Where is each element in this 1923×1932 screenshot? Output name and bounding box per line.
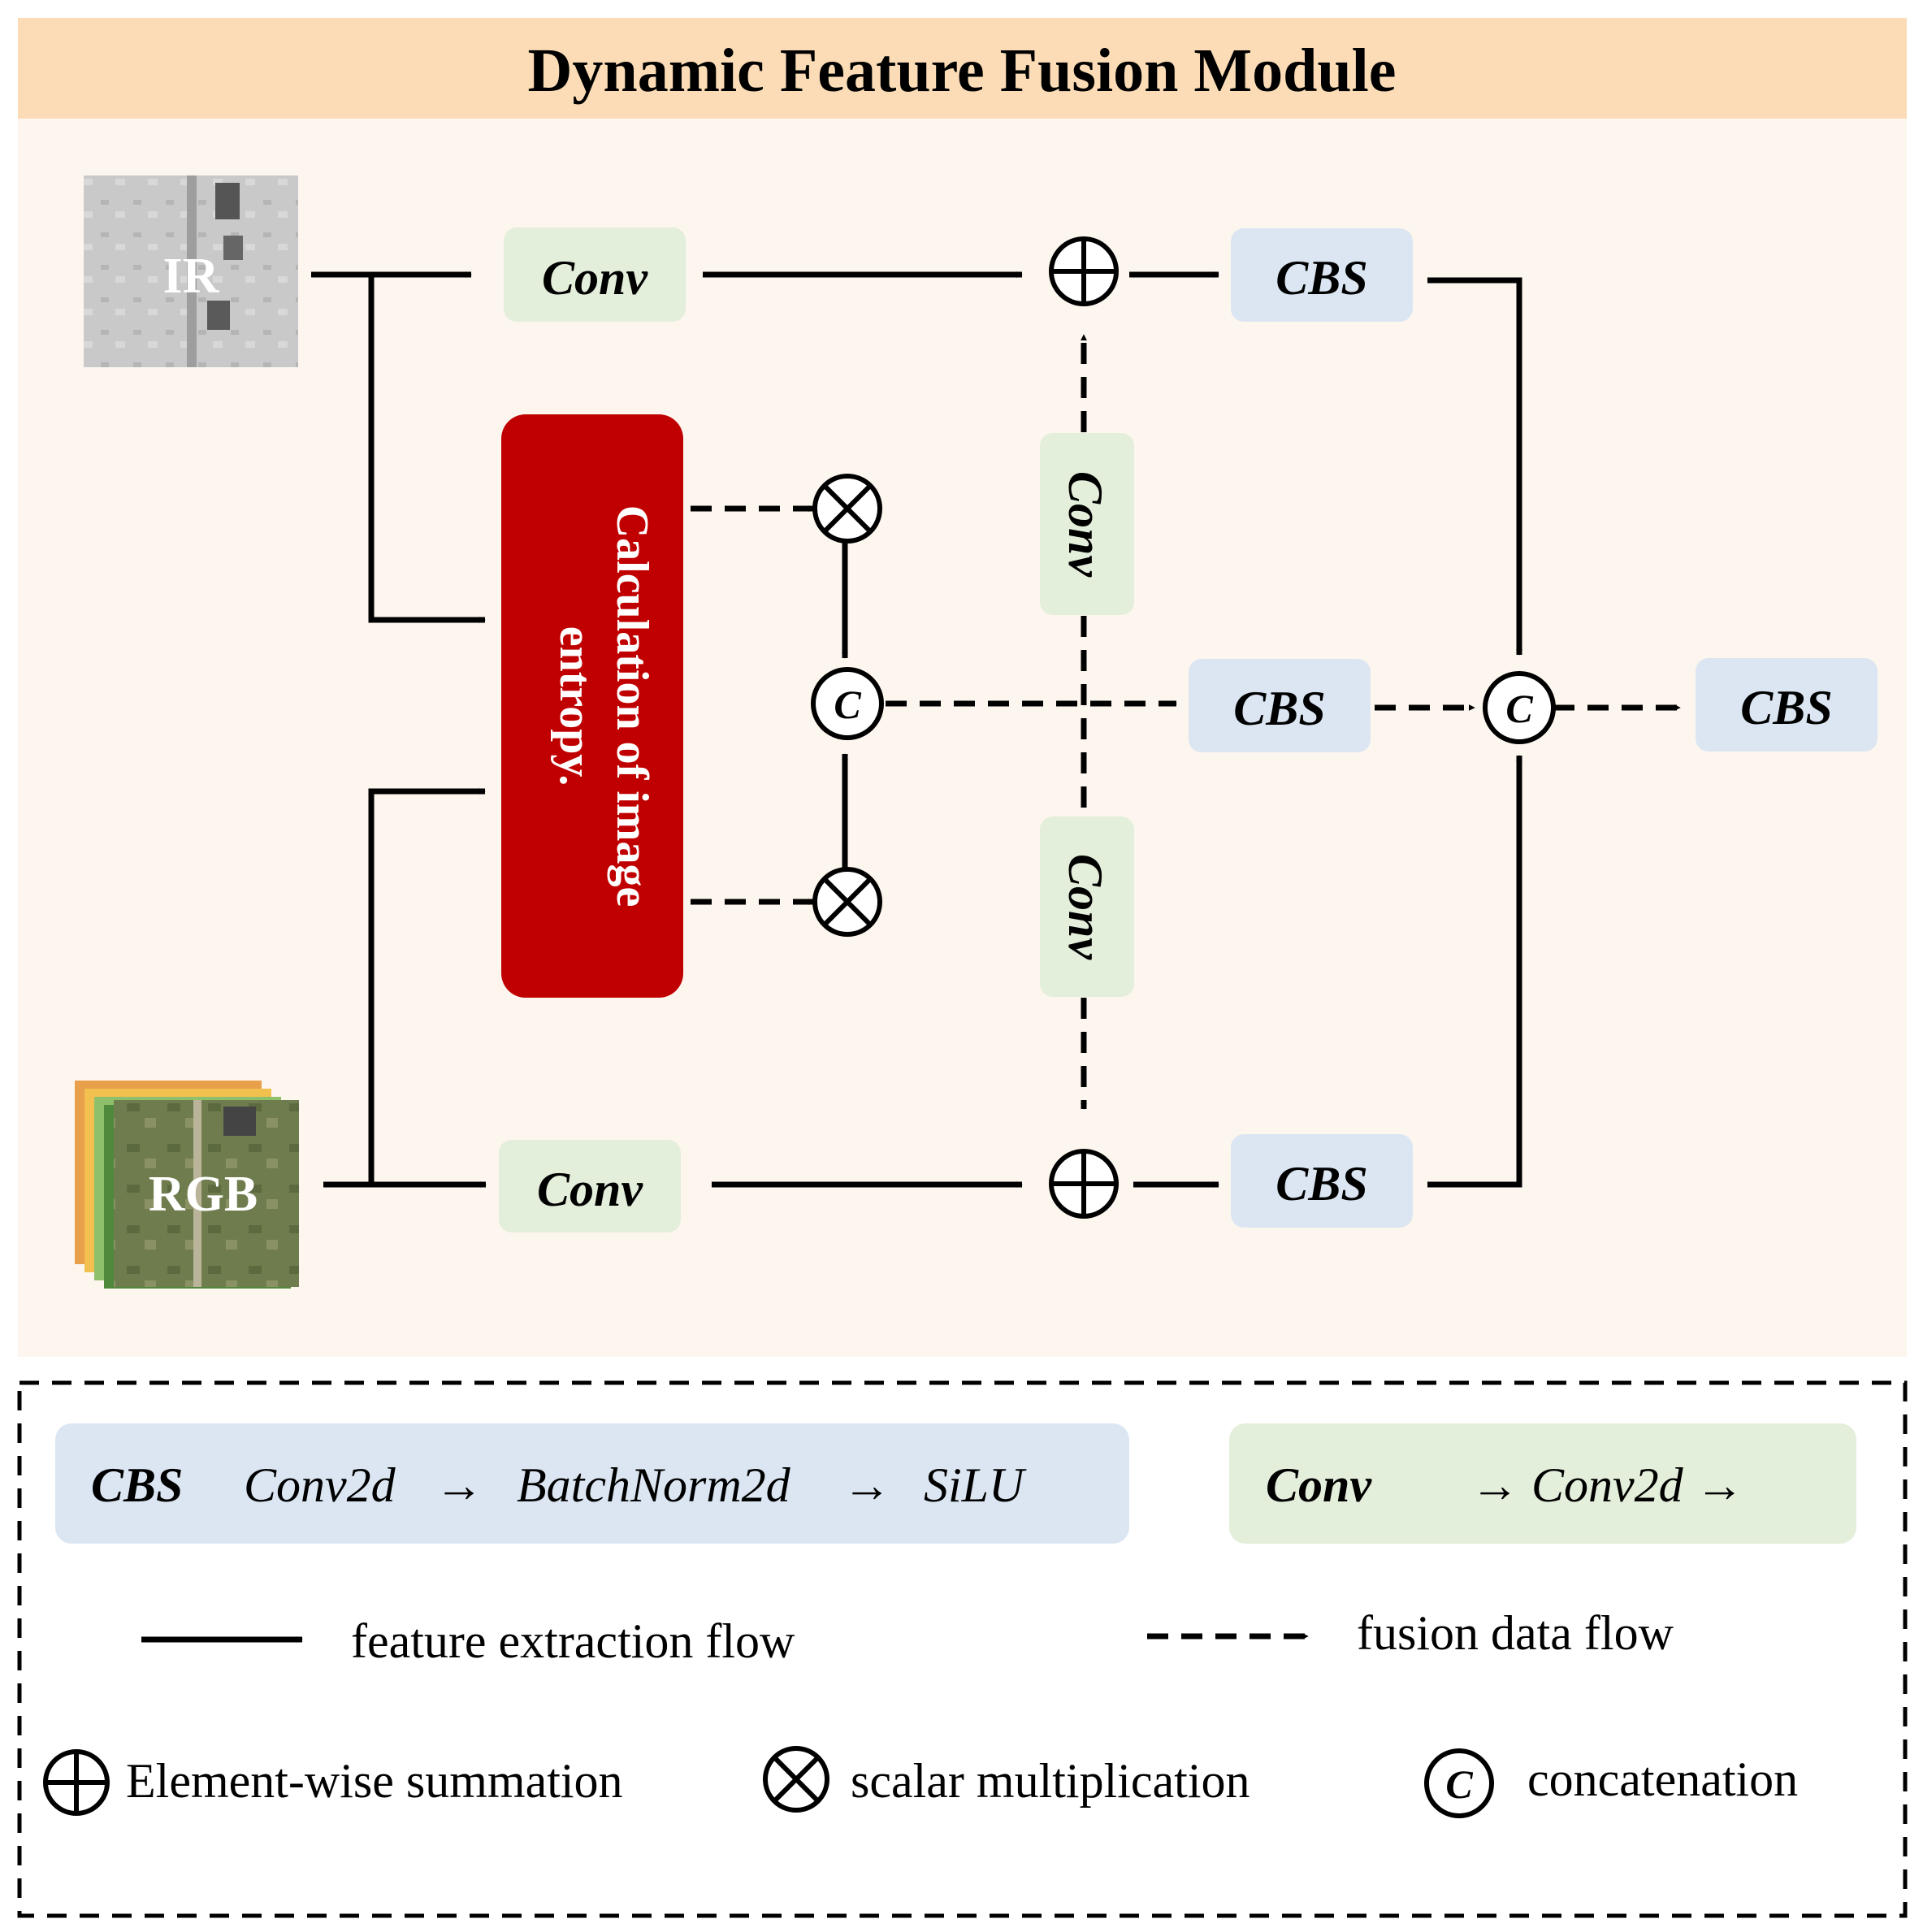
sum-operator-top: [1049, 236, 1119, 306]
legend-frame: [17, 1380, 1908, 1918]
cbs-box-output: [1696, 658, 1878, 752]
legend-conv-box: [1229, 1423, 1856, 1544]
cbs-middle-label: CBS: [1233, 682, 1325, 735]
concat-middle-symbol: C: [834, 682, 861, 727]
ir-label: IR: [163, 249, 220, 304]
legend-cbs-name: CBS: [91, 1458, 183, 1512]
main-panel: [18, 119, 1907, 1357]
diagram-title: Dynamic Feature Fusion Module: [528, 37, 1397, 105]
rgb-input-image: RGB: [75, 1081, 299, 1289]
cbs-bottom-label: CBS: [1276, 1157, 1367, 1211]
conv-rgb-label: Conv: [537, 1163, 643, 1216]
legend-mult-icon: [763, 1746, 829, 1813]
legend-cbs-step1: Conv2d: [244, 1458, 396, 1512]
conv-box-rgb: [499, 1140, 681, 1232]
mult-operator-top: [812, 474, 882, 544]
fusion-data-arrows: [691, 334, 1681, 1110]
cbs-top-label: CBS: [1276, 251, 1367, 305]
conv-box-vertical-top: [1040, 433, 1134, 615]
concat-operator-right: C: [1483, 671, 1556, 744]
cbs-box-middle: [1189, 659, 1371, 752]
legend-conv-name: Conv: [1266, 1458, 1372, 1512]
legend-cbs-step2: BatchNorm2d: [517, 1458, 791, 1512]
legend-sum-label: Element-wise summation: [126, 1754, 623, 1808]
cbs-box-top: [1231, 228, 1413, 322]
mult-operator-bottom: [812, 867, 882, 937]
legend-feature-flow: feature extraction flow: [351, 1614, 795, 1668]
legend-cbs-arrow2: →: [842, 1458, 891, 1512]
feature-extraction-arrows: [311, 271, 1522, 1188]
legend-conv-desc: → Conv2d →: [1470, 1458, 1744, 1512]
rgb-label: RGB: [149, 1167, 258, 1222]
legend-cbs-step3: SiLU: [924, 1458, 1027, 1512]
conv-vertical-bottom-label: Conv: [1059, 854, 1112, 960]
entropy-line1: Calculation of image: [607, 505, 657, 908]
entropy-box: [501, 414, 683, 998]
conv-box-ir: [504, 227, 686, 322]
legend-concat-symbol: C: [1445, 1761, 1473, 1807]
legend-cbs-arrow1: →: [435, 1458, 483, 1512]
concat-operator-middle: C: [811, 667, 884, 740]
sum-operator-bottom: [1049, 1149, 1119, 1219]
legend-fusion-flow: fusion data flow: [1357, 1606, 1674, 1660]
conv-vertical-top-label: Conv: [1059, 471, 1112, 578]
conv-ir-label: Conv: [542, 251, 648, 305]
legend-sum-icon: [43, 1749, 110, 1816]
entropy-line2: entropy.: [550, 626, 600, 786]
concat-right-symbol: C: [1505, 686, 1533, 731]
title-bar: [18, 18, 1907, 119]
ir-input-image: IR: [84, 175, 298, 367]
cbs-output-label: CBS: [1740, 681, 1832, 734]
legend-concat-label: concatenation: [1527, 1752, 1798, 1806]
cbs-box-bottom: [1231, 1134, 1413, 1228]
legend-mult-label: scalar multiplication: [851, 1754, 1250, 1808]
conv-box-vertical-bottom: [1040, 817, 1134, 997]
legend-cbs-box: [55, 1423, 1129, 1544]
legend-concat-icon: C: [1424, 1748, 1494, 1818]
